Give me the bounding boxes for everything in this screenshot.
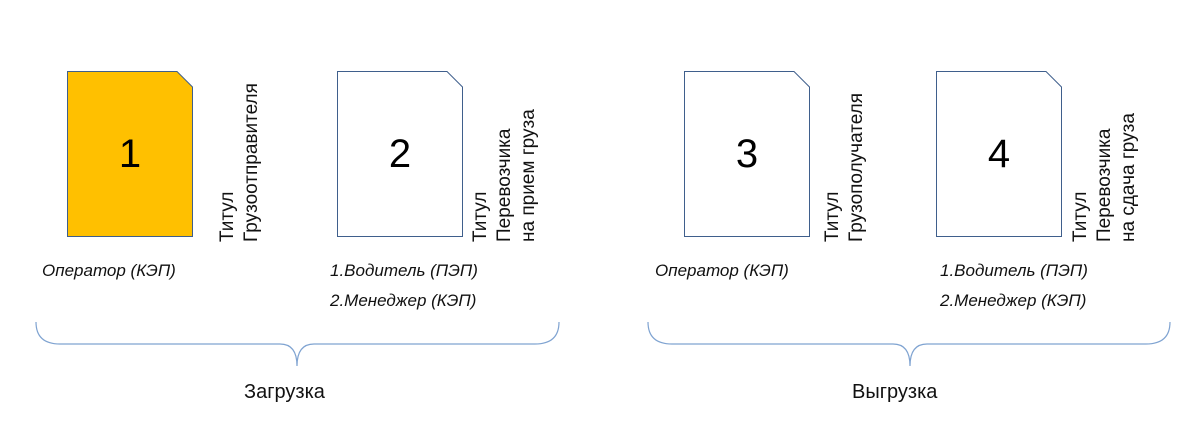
document-3-number: 3	[735, 131, 759, 176]
group-label-unloading: Выгрузка	[852, 381, 938, 403]
document-2-number: 2	[388, 131, 412, 176]
document-3-shape	[684, 71, 810, 237]
document-2-signers: 1.Водитель (ПЭП) 2.Менеджер (КЭП)	[330, 256, 478, 316]
document-1-shape	[67, 71, 193, 237]
group-brace-unloading	[647, 321, 1171, 367]
signer-item: 2.Менеджер (КЭП)	[330, 291, 477, 310]
document-1-signers: Оператор (КЭП)	[42, 256, 176, 286]
signer-item: Оператор (КЭП)	[42, 261, 176, 280]
signer-item: Оператор (КЭП)	[655, 261, 789, 280]
group-brace-loading	[35, 321, 560, 367]
document-3-signers: Оператор (КЭП)	[655, 256, 789, 286]
document-4-signers: 1.Водитель (ПЭП) 2.Менеджер (КЭП)	[940, 256, 1088, 316]
group-label-loading: Загрузка	[244, 381, 325, 403]
document-4: 4	[936, 71, 1062, 237]
document-1: 1	[67, 71, 193, 237]
document-2: 2	[337, 71, 463, 237]
document-2-shape	[337, 71, 463, 237]
document-4-shape	[936, 71, 1062, 237]
document-4-number: 4	[987, 131, 1011, 176]
document-1-number: 1	[118, 131, 142, 176]
document-3: 3	[684, 71, 810, 237]
signer-item: 2.Менеджер (КЭП)	[940, 291, 1087, 310]
signer-item: 1.Водитель (ПЭП)	[940, 261, 1088, 280]
signer-item: 1.Водитель (ПЭП)	[330, 261, 478, 280]
